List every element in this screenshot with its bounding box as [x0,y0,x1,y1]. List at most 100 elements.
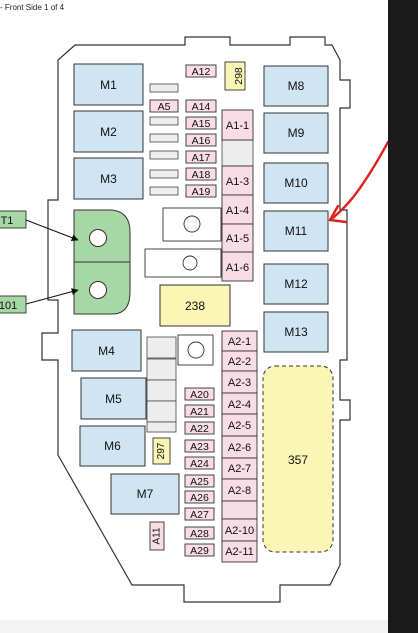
small-fuse-a23: A23 [184,439,215,453]
connector-298: 298 [224,61,246,91]
dark-edge [388,0,418,633]
big-fuse-a1-5: A1-5 [221,223,254,253]
svg-text:A1-6: A1-6 [226,262,249,274]
terminal-block [73,209,131,315]
relay-m4-label: M4 [98,344,115,358]
small-fuse-a27: A27 [184,507,215,521]
svg-text:A15: A15 [192,118,211,130]
relay-m11-label: M11 [285,224,308,238]
big-fuse-a2-7: A2-7 [221,457,258,480]
connector-238: 238 [159,284,231,327]
svg-text:A2-5: A2-5 [228,420,251,432]
terminal-label-t1: T1 [0,210,27,229]
svg-text:A2-1: A2-1 [228,336,251,348]
svg-text:A1-5: A1-5 [226,233,249,245]
svg-text:T1: T1 [1,215,14,227]
small-fuse-a28: A28 [184,526,215,540]
big-fuse-a2-10: A2-10 [221,518,258,542]
unlabeled-slots-middle [146,336,177,433]
big-fuse-a1-3: A1-3 [221,165,254,196]
big-fuse-blank [221,500,258,520]
svg-text:298: 298 [233,67,245,85]
svg-text:238: 238 [185,299,205,313]
big-fuse-a2-4: A2-4 [221,392,258,415]
relay-m2-label: M2 [100,125,117,139]
red-annotation-arrow [328,140,388,224]
terminal-101-hole [89,281,107,299]
relay-m11: M11 [263,210,329,252]
small-fuse-a19: A19 [185,184,217,198]
connector-297: 297 [152,437,171,465]
svg-text:A20: A20 [190,389,209,401]
svg-text:A21: A21 [190,406,209,418]
big-fuse-a2-8: A2-8 [221,478,258,502]
svg-text:A1-3: A1-3 [226,176,249,188]
svg-text:A11: A11 [152,527,163,544]
mount-hole-lower [177,334,214,366]
relay-m7: M7 [110,473,180,515]
small-fuse-a15: A15 [185,116,217,130]
relay-m1: M1 [73,63,144,106]
mount-hole-middle [144,248,222,278]
arrow-t1 [25,219,79,242]
connector-357: 357 [262,365,334,553]
svg-text:A12: A12 [192,66,211,78]
relay-m6-label: M6 [104,439,121,453]
relay-m2: M2 [73,110,144,153]
terminal-label-101: 101 [0,295,27,314]
big-fuse-a2-5: A2-5 [221,413,258,437]
fuse-box-diagram: M1 M2 M3 M8 M9 M10 M11 M12 [0,36,388,603]
relay-m3: M3 [73,157,144,200]
relay-m7-label: M7 [137,487,154,501]
svg-text:A27: A27 [190,509,209,521]
page-header: - Front Side 1 of 4 [0,3,65,12]
small-fuse-a16: A16 [185,133,217,147]
big-fuse-a1-4: A1-4 [221,194,254,225]
small-fuse-a25: A25 [184,474,215,488]
relay-m13: M13 [263,311,329,353]
big-fuse-a2-3: A2-3 [221,370,258,394]
relay-m13-label: M13 [284,325,308,339]
big-fuse-a2-2: A2-2 [221,350,258,372]
svg-text:A23: A23 [190,441,209,453]
relay-m12: M12 [263,263,329,305]
svg-text:A1-4: A1-4 [226,205,249,217]
big-fuse-a1-1: A1-1 [221,109,254,141]
svg-text:A16: A16 [192,135,211,147]
relay-m5: M5 [80,377,147,420]
svg-text:A2-7: A2-7 [228,463,251,475]
big-fuse-a2-1: A2-1 [221,330,258,352]
relay-m9-label: M9 [288,126,305,140]
bottom-bar [0,620,388,633]
svg-text:A28: A28 [190,528,209,540]
svg-text:A29: A29 [190,545,209,557]
svg-text:A5: A5 [158,101,171,113]
relay-m3-label: M3 [100,172,117,186]
svg-text:A14: A14 [192,101,211,113]
svg-text:A2-2: A2-2 [228,356,251,368]
svg-text:297: 297 [156,442,167,459]
small-fuse-a22: A22 [184,421,215,435]
svg-text:101: 101 [0,300,17,312]
small-fuse-a17: A17 [185,150,217,164]
svg-text:A2-8: A2-8 [228,485,251,497]
svg-text:A2-11: A2-11 [225,546,254,558]
relay-m4: M4 [71,329,142,372]
relay-m10-label: M10 [284,176,308,190]
relay-m1-label: M1 [100,78,117,92]
svg-text:A2-3: A2-3 [228,377,251,389]
svg-text:A19: A19 [192,186,211,198]
big-fuse-a1-6: A1-6 [221,251,254,282]
small-fuse-a14: A14 [185,99,217,113]
small-fuse-a24: A24 [184,456,215,470]
small-fuse-a12: A12 [185,64,217,78]
small-fuse-a21: A21 [184,404,215,418]
relay-m6: M6 [79,425,146,467]
small-fuse-a29: A29 [184,543,215,557]
svg-text:A17: A17 [192,152,211,164]
arrow-101 [25,288,79,305]
unlabeled-slots-top [149,83,254,196]
svg-text:A2-6: A2-6 [228,442,251,454]
relay-m12-label: M12 [284,277,308,291]
